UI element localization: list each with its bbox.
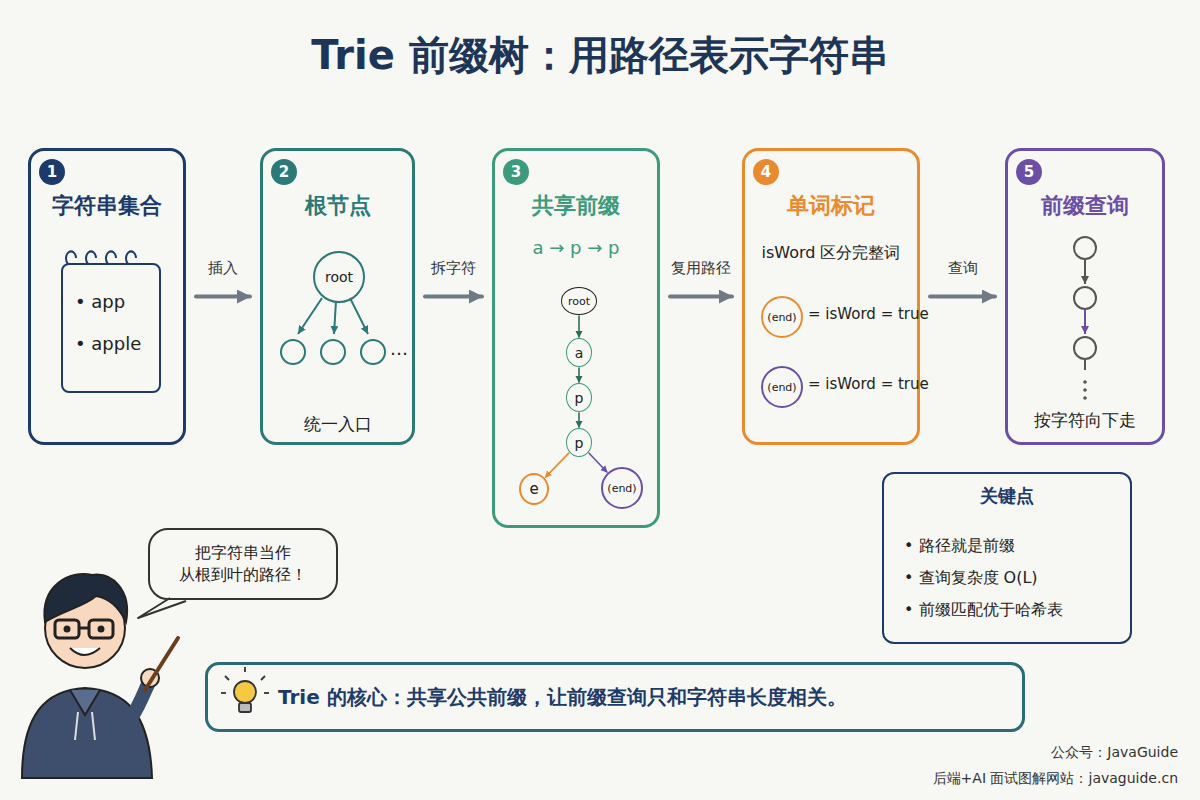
callout-number: 4: [753, 159, 779, 185]
node-text: root: [568, 295, 590, 308]
notebook: • app • apple: [61, 263, 161, 393]
note-label: …: [390, 338, 408, 359]
edge-label: 插入: [206, 259, 240, 278]
node-text: (end): [767, 311, 796, 324]
end-node: (end): [761, 296, 803, 338]
edge-label: 查询: [946, 259, 980, 278]
node-text: 统一入口: [265, 413, 410, 436]
node-text: e: [529, 480, 538, 498]
note-label: 后端+AI 面试图解网站：javaguide.cn: [933, 770, 1178, 788]
connector-arrow: [578, 368, 580, 382]
trie-node: p: [566, 383, 592, 412]
node-text: • app: [75, 291, 125, 312]
note-label: = isWord = true: [808, 305, 929, 323]
panel: 3 共享前缀 a → p → p root a p p e (end): [492, 148, 660, 528]
end-node: (end): [601, 467, 643, 509]
node-text: • 查询复杂度 O(L): [904, 568, 1038, 589]
trie-node: root: [561, 287, 597, 315]
node-text: 把字符串当作 从根到叶的路径！: [168, 542, 318, 587]
note-label: = isWord = true: [808, 375, 929, 393]
connector-arrow: [930, 295, 995, 299]
connector-arrow: [196, 295, 250, 299]
node-text: root: [325, 269, 353, 285]
callout-number: 2: [271, 159, 297, 185]
callout-number: 5: [1016, 159, 1042, 185]
node-text: 关键点: [884, 484, 1130, 508]
node-text: a → p → p: [497, 237, 655, 258]
node-text: (end): [767, 381, 796, 394]
summary-banner: Trie 的核心：共享公共前缀，让前缀查询只和字符串长度相关。: [205, 662, 1025, 732]
edge-label: 拆字符: [429, 259, 478, 278]
node-text: (end): [607, 482, 636, 495]
connector-arrow: [578, 413, 580, 427]
connector-arrow: [670, 295, 732, 299]
node-text: p: [575, 435, 584, 451]
edge-label: 复用路径: [669, 259, 733, 278]
speech-bubble: 把字符串当作 从根到叶的路径！: [148, 528, 338, 600]
child-nodes: [281, 298, 385, 364]
trie-node: e: [519, 473, 549, 505]
node-text: • apple: [75, 333, 141, 354]
node-text: 按字符向下走: [1010, 409, 1160, 432]
presenter-figure: [22, 574, 178, 778]
node-text: 共享前缀: [495, 191, 657, 221]
callout-number: 1: [39, 159, 65, 185]
continuation-dots: [1083, 380, 1087, 400]
panel: 2 根节点统一入口 root: [260, 148, 415, 445]
node-text: p: [575, 390, 584, 406]
node-text: 前缀查询: [1008, 191, 1162, 221]
root-node: root: [313, 251, 365, 303]
panel: 4 单词标记 isWord 区分完整词 (end) (end): [742, 148, 920, 445]
callout-number: 3: [503, 159, 529, 185]
node-text: 根节点: [263, 191, 412, 221]
connector-arrow: [425, 295, 482, 299]
end-node: (end): [761, 366, 803, 408]
connector-arrow: [578, 316, 580, 337]
connector-arrow: [545, 453, 568, 477]
connector-arrow: [589, 453, 607, 472]
note-label: 公众号：JavaGuide: [1051, 744, 1178, 762]
bubble-tail: [138, 598, 186, 618]
node-text: • 路径就是前缀: [904, 536, 1015, 557]
key-points-box: 关键点 • 路径就是前缀 • 查询复杂度 O(L) • 前缀匹配优于哈希表: [882, 472, 1132, 644]
trie-node: a: [566, 338, 592, 367]
node-text: Trie 的核心：共享公共前缀，让前缀查询只和字符串长度相关。: [278, 684, 847, 711]
trie-node: p: [566, 428, 592, 457]
node-text: 字符串集合: [31, 191, 183, 221]
lightbulb-icon: [221, 667, 269, 712]
node-text: isWord 区分完整词: [747, 243, 915, 264]
panel: 1 字符串集合 • app • apple: [28, 148, 186, 445]
node-text: 单词标记: [745, 191, 917, 221]
node-text: a: [575, 345, 584, 361]
panel: 5 前缀查询按字符向下走: [1005, 148, 1165, 445]
query-chain: [1074, 237, 1096, 370]
title: Trie 前缀树：用路径表示字符串: [0, 28, 1200, 83]
node-text: • 前缀匹配优于哈希表: [904, 600, 1063, 621]
